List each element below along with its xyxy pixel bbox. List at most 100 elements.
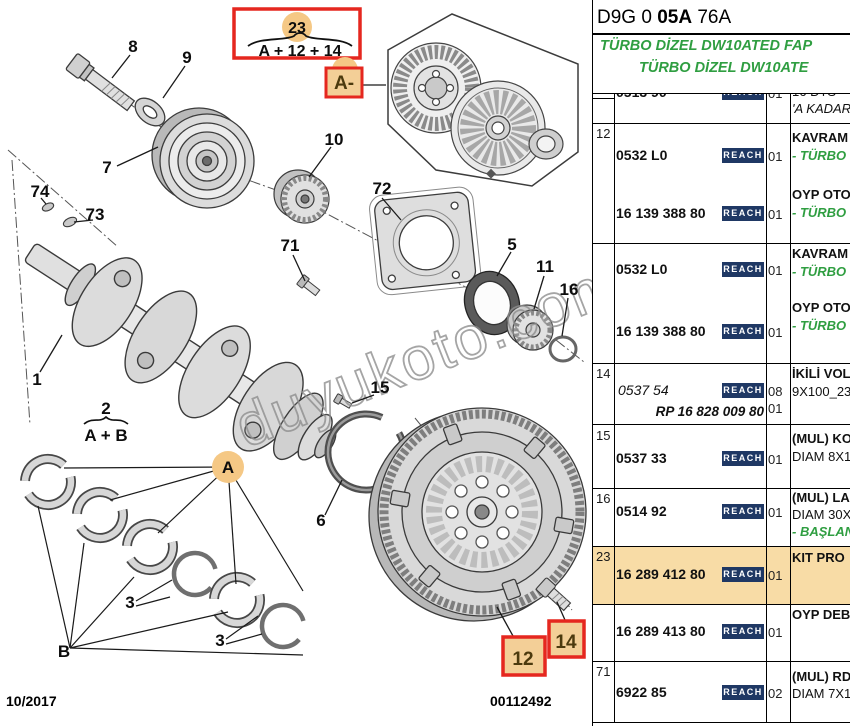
row-line-2: [592, 243, 850, 244]
desc: KAVRAM: [792, 246, 849, 261]
leader-lines: [39, 54, 569, 637]
callout-12: 12: [512, 649, 533, 670]
callout-A-: A-: [334, 73, 354, 94]
part-number[interactable]: 0537 54: [618, 382, 669, 398]
label-71: 71: [281, 236, 300, 255]
part-number[interactable]: 16 289 412 80: [616, 566, 706, 582]
crank-seal-drawing: [463, 270, 521, 336]
flywheel-callout[interactable]: 12: [501, 635, 547, 677]
replacement-part-number[interactable]: RP 16 828 009 80: [655, 404, 764, 419]
reach-badge[interactable]: REACH: [722, 504, 764, 519]
part-number[interactable]: 0532 L0: [616, 147, 668, 163]
reach-badge[interactable]: REACH: [722, 206, 764, 221]
diagram-date: 10/2017: [6, 693, 57, 709]
bolt-callout[interactable]: 14: [547, 619, 586, 659]
label-9: 9: [182, 48, 191, 67]
header-divider: [592, 33, 850, 35]
qty: 01: [768, 452, 783, 467]
oil-pump-sprocket: [506, 304, 554, 351]
release-bearing-icon: [528, 128, 564, 160]
ref-number: 14: [596, 366, 611, 381]
col-line-ref: [614, 93, 615, 722]
label-8: 8: [128, 37, 137, 56]
small-bolt-icon: [333, 393, 353, 409]
label-A-circle: [212, 451, 244, 483]
desc: - BAŞLAN: [792, 524, 850, 539]
ref-number: 15: [596, 428, 611, 443]
part-number[interactable]: 16 139 388 80: [616, 323, 706, 339]
callout-14: 14: [555, 632, 577, 653]
seal-housing-plate: [369, 186, 482, 296]
part-number[interactable]: 16 289 413 80: [616, 623, 706, 639]
label-1: 1: [32, 370, 41, 389]
part-number[interactable]: 0537 33: [616, 450, 667, 466]
desc: OYP DEB: [792, 607, 850, 622]
reach-badge[interactable]: REACH: [722, 262, 764, 277]
part-number[interactable]: 0514 92: [616, 503, 667, 519]
kit-callout-box[interactable]: 23 A + 12 + 14: [232, 7, 362, 60]
reach-badge[interactable]: REACH: [722, 148, 764, 163]
label-a-plus-b: A + B: [84, 426, 127, 445]
row-line-7: [592, 604, 850, 605]
label-7: 7: [102, 158, 111, 177]
label-10: 10: [325, 130, 344, 149]
desc: DIAM 7X1: [792, 686, 850, 701]
label-B: B: [58, 642, 70, 661]
diagram-doc-number: 00112492: [490, 693, 552, 709]
callout-formula: A + 12 + 14: [258, 43, 341, 60]
kit-arrow-callout[interactable]: A-: [324, 57, 364, 99]
timing-sprocket-drawing: [273, 169, 330, 224]
desc: OYP OTO: [792, 300, 850, 315]
ref-number: 12: [596, 126, 611, 141]
bearing-shells-set: [19, 453, 313, 656]
desc: İKİLİ VOL: [792, 366, 850, 381]
exploded-diagram: duyukoto.com 8 9 7 74 73 1 2 A + B 10 72: [6, 7, 633, 709]
engine-variant-line2: TÜRBO DİZEL DW10ATE: [639, 60, 809, 76]
col-line-desc: [790, 93, 791, 722]
kit-small-part: [486, 168, 496, 179]
ref-number: 16: [596, 491, 611, 506]
label-72: 72: [373, 179, 392, 198]
crank-bolt-icon: [65, 53, 136, 112]
label-11: 11: [536, 257, 554, 276]
row-line-3: [592, 363, 850, 364]
label-15: 15: [371, 378, 390, 397]
label-16: 16: [560, 280, 579, 299]
desc: DIAM 8X1: [792, 449, 850, 464]
reach-badge[interactable]: REACH: [722, 383, 764, 398]
reach-badge[interactable]: REACH: [722, 324, 764, 339]
part-number[interactable]: 16 139 388 80: [616, 205, 706, 221]
flywheel-drawing: [368, 407, 587, 622]
brace-23: [247, 32, 353, 47]
o-ring-drawing: [548, 335, 578, 363]
plate-bolt-icon: [296, 274, 321, 297]
washer-icon: [134, 97, 166, 127]
ref-cell-line: [592, 98, 614, 99]
qty: 01: [768, 401, 783, 416]
label-3a: 3: [125, 593, 134, 612]
part-labels: 8 9 7 74 73 1 2 A + B 10 72 71 5 11 16 1…: [31, 37, 579, 661]
subtitle-band: TÜRBO DİZEL DW10ATED FAP TÜRBO DİZEL DW1…: [593, 33, 850, 93]
row-line-4: [592, 424, 850, 425]
label-5: 5: [507, 235, 516, 254]
row-line-5: [592, 488, 850, 489]
desc: - TÜRBO: [792, 205, 847, 220]
desc: (MUL) RD: [792, 669, 850, 684]
reach-badge[interactable]: REACH: [722, 451, 764, 466]
row-line-8: [592, 661, 850, 662]
col-line-qty: [766, 93, 767, 722]
desc: 9X100_23: [792, 384, 850, 399]
label-73: 73: [86, 205, 105, 224]
desc: (MUL) KO: [792, 431, 850, 446]
qty: 01: [768, 149, 783, 164]
qty: 08: [768, 384, 783, 399]
reach-badge[interactable]: REACH: [722, 624, 764, 639]
reach-badge[interactable]: REACH: [722, 567, 764, 582]
reach-badge[interactable]: REACH: [722, 685, 764, 700]
desc: - TÜRBO: [792, 318, 847, 333]
part-number[interactable]: 6922 85: [616, 684, 667, 700]
qty: 02: [768, 686, 783, 701]
catalog-code: D9G 0 05A 76A: [597, 7, 732, 28]
part-number[interactable]: 0532 L0: [616, 261, 668, 277]
